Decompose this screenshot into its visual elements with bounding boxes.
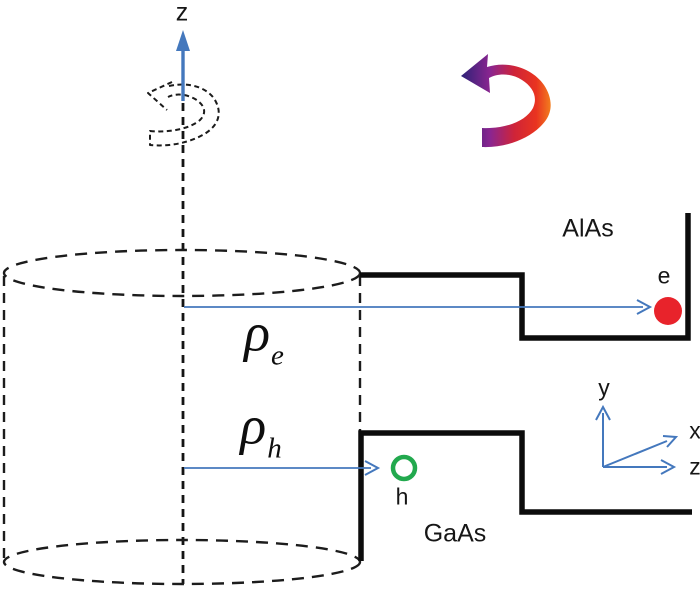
rho-h-subscript: h — [267, 432, 282, 465]
rho-h-arrow-head-icon — [364, 460, 381, 476]
rho-e-subscript: e — [271, 339, 284, 372]
triad-z-arrow-head-icon — [660, 459, 677, 475]
z-axis-arrow — [176, 30, 190, 101]
rho-e-label: ρe — [244, 302, 284, 373]
rotation-arrow-dashed-ribbon — [149, 83, 220, 147]
z-axis-arrow-head-icon — [176, 30, 190, 51]
spin-rotation-gradient-arrow — [461, 54, 551, 148]
triad-y-arrow-head-icon — [595, 404, 611, 421]
triad-x-label: x — [689, 417, 700, 444]
conduction-band-profile — [360, 213, 691, 341]
rho-e-symbol: ρ — [244, 302, 271, 363]
hole-label: h — [395, 483, 409, 510]
valence-band-profile — [358, 430, 692, 561]
rho-h-symbol: ρ — [240, 395, 267, 456]
triad-z-label: z — [689, 453, 700, 480]
gaas-material-label: GaAs — [423, 519, 487, 548]
rho-h-label: ρh — [240, 395, 281, 466]
cylinder-bottom-ellipse — [2, 538, 362, 586]
rho-h-arrow — [184, 460, 381, 476]
electron-dot — [654, 297, 682, 325]
triad-x-arrow-head-icon — [662, 435, 679, 448]
triad-x-axis-shaft — [602, 440, 668, 468]
coordinate-triad — [595, 404, 679, 475]
rotation-arrow-head-icon — [147, 81, 173, 111]
hole-circle — [390, 454, 418, 482]
rho-e-arrow — [184, 299, 653, 315]
z-axis-label: z — [175, 0, 189, 27]
electron-label: e — [657, 262, 671, 289]
alas-material-label: AlAs — [562, 214, 614, 243]
triad-y-label: y — [598, 374, 610, 401]
rho-e-arrow-head-icon — [636, 299, 653, 315]
